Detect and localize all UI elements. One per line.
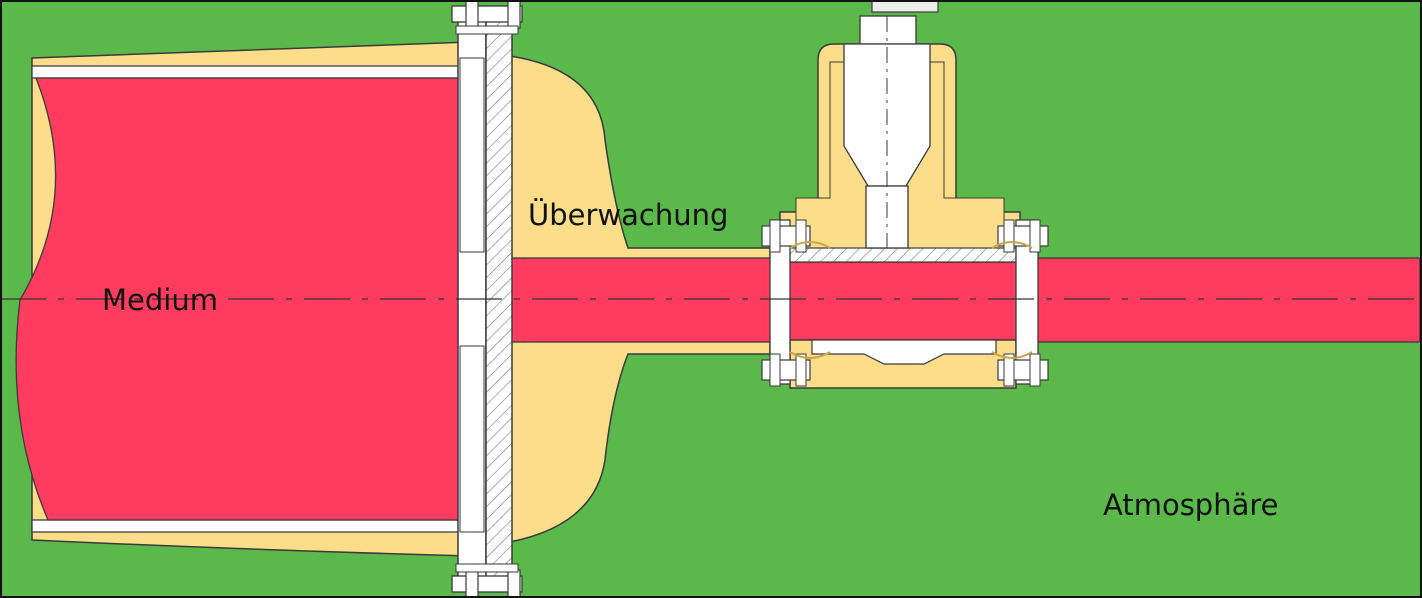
gasket-right bbox=[991, 241, 1033, 359]
medium-region-shaft bbox=[467, 257, 1421, 343]
seal-bolt-left-bottom bbox=[761, 353, 811, 387]
seal-bolt-right-top bbox=[997, 219, 1049, 253]
seal-housing-lower-groove bbox=[811, 339, 997, 365]
flange-gap-bottom bbox=[459, 345, 485, 533]
label-medium: Medium bbox=[102, 283, 218, 317]
flange-bolt-bottom bbox=[451, 563, 523, 598]
vessel-outer-liner-bottom bbox=[31, 519, 463, 533]
label-monitoring: Überwachung bbox=[528, 198, 728, 232]
monitoring-chamber-upper bbox=[509, 55, 771, 263]
label-atmosphere: Atmosphäre bbox=[1103, 488, 1279, 522]
flange-bolt-top bbox=[451, 0, 523, 35]
seal-bolt-left-top bbox=[761, 219, 811, 253]
sensor-probe bbox=[843, 0, 939, 249]
seal-bolt-right-bottom bbox=[997, 353, 1049, 387]
vessel-outer-liner bbox=[31, 65, 463, 79]
flange-gap-top bbox=[459, 57, 485, 253]
monitoring-chamber-lower bbox=[509, 339, 771, 543]
flange-plate-right bbox=[485, 9, 513, 591]
seal-housing-wall-top bbox=[789, 247, 1017, 263]
seal-flange-right bbox=[1015, 219, 1039, 385]
gasket-left bbox=[789, 241, 831, 359]
